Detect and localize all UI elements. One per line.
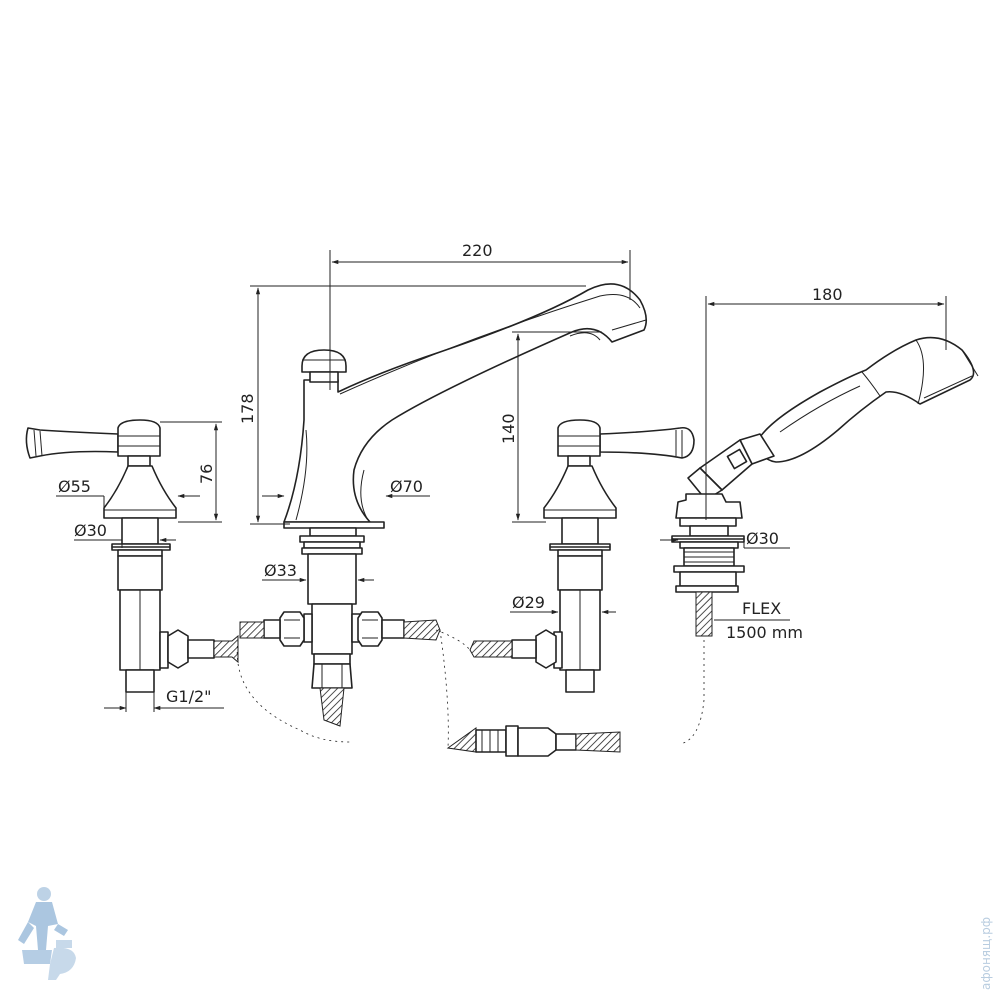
spout-body <box>283 283 648 523</box>
dim-spout-base: Ø70 <box>390 477 423 496</box>
dim-spout-outlet-height: 140 <box>499 413 518 444</box>
dim-handshower-reach: 180 <box>812 285 843 304</box>
dim-shank-spout: Ø33 <box>264 561 297 580</box>
dimension-lines <box>56 250 947 712</box>
flex-hose <box>695 591 713 637</box>
dim-spout-height: 178 <box>238 393 257 424</box>
shower-handset <box>757 336 975 463</box>
dim-shank-left: Ø30 <box>74 521 107 540</box>
left-escutcheon <box>103 465 177 519</box>
left-valve <box>25 419 239 693</box>
spout-knob <box>301 349 347 373</box>
flex-label: FLEX <box>742 599 781 618</box>
dim-spout-reach: 220 <box>462 241 493 260</box>
hose-connector <box>446 725 621 757</box>
plumber-logo-icon <box>18 887 76 980</box>
dim-shank-right: Ø29 <box>512 593 545 612</box>
dim-escutcheon-left: Ø55 <box>58 477 91 496</box>
dim-shank-shower: Ø30 <box>746 529 779 548</box>
flex-length: 1500 mm <box>726 623 803 642</box>
dim-thread: G1/2" <box>166 687 212 706</box>
right-lever-handle <box>599 426 695 459</box>
watermark-text: афонящ.рф <box>979 917 993 990</box>
left-lever-handle <box>25 427 119 459</box>
right-escutcheon <box>543 465 617 519</box>
spout <box>239 283 648 727</box>
right-valve <box>469 419 695 693</box>
dim-handle-height: 76 <box>197 464 216 484</box>
hand-shower <box>671 336 979 637</box>
